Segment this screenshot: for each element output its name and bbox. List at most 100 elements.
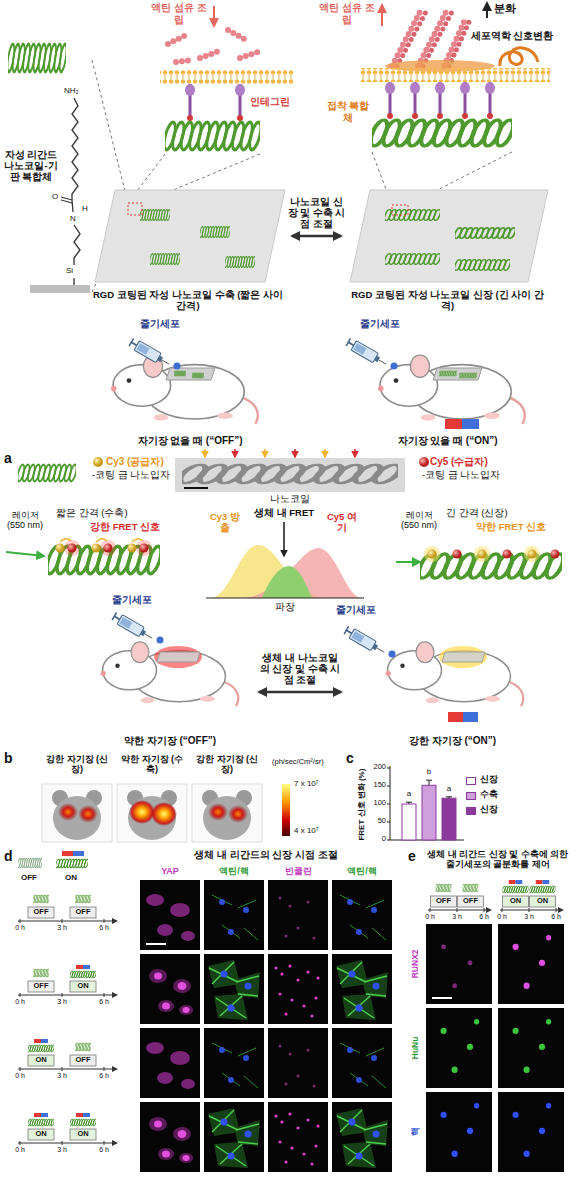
connector-label: 생체 내 나노코일의 신장 및 수축 시점 조절 <box>258 653 342 686</box>
significance-letter: b <box>422 767 436 776</box>
substrate-stretched <box>350 190 548 282</box>
timeline-icons <box>62 851 84 856</box>
integrin <box>487 113 493 119</box>
fret-spectrum <box>283 522 285 556</box>
ivis-images <box>208 803 228 821</box>
ivis-images <box>128 796 176 840</box>
ivis-images <box>42 784 112 842</box>
fret-coil-contracted <box>60 539 143 542</box>
integrin-label: 인테그린 <box>250 96 302 108</box>
differentiation-label: 분화 <box>494 2 534 15</box>
region-box: RGD 코팅된 자성 나노코일 수축 (짧은 사이 간격) <box>88 182 288 314</box>
integrin <box>185 84 245 121</box>
microscopy-tiles <box>332 880 392 950</box>
actin-label: 액틴 섬유 조립 <box>150 2 208 25</box>
spectrum-label: 생체 내 FRET <box>248 508 320 519</box>
laser-label: 레이저 (550 nm) <box>2 510 48 531</box>
cell-membrane-contracted <box>200 50 222 58</box>
time-label: 6 h <box>473 913 495 921</box>
bar-chart <box>406 780 452 804</box>
fret-coil-stretched <box>428 550 437 559</box>
state-label: OFF <box>14 873 44 882</box>
mouse-fret-right <box>448 712 478 722</box>
mouse-fret-left <box>101 611 239 706</box>
fret-particles <box>264 449 266 457</box>
ivis-images <box>129 800 155 824</box>
fret-particles <box>16 449 429 492</box>
substrate-contracted <box>149 253 181 265</box>
signal-label: 약한 FRET 신호 <box>476 522 566 533</box>
fret-coil-contracted <box>68 544 77 553</box>
mouse-top-left <box>128 337 172 369</box>
legend-label: 신장 <box>480 804 498 814</box>
microscopy-tiles <box>268 1028 328 1098</box>
region-caption: 약한 자기장 (“OFF”) <box>124 735 216 747</box>
timeline-icons <box>500 907 564 913</box>
fret-coil-contracted <box>100 540 116 556</box>
fret-spectrum <box>206 597 364 598</box>
timeline-icons <box>431 884 457 907</box>
unit-label: (ph/sec/Cm²/sr) <box>272 758 344 767</box>
state-label: OFF <box>457 897 485 905</box>
time-label: 0 h <box>9 924 31 932</box>
atom-label: NH₂ <box>64 86 88 95</box>
donor-label: Cy3 (공급자) <box>106 456 190 468</box>
fret-particles <box>175 458 405 492</box>
spacing-label: 짧은 간격 (수축) <box>56 508 140 519</box>
legend-swatch <box>466 807 476 815</box>
panel-title: 생체 내 리간드의 신장 시점 조절 <box>140 850 392 861</box>
nanocoil-substrate-chemistry <box>72 98 78 212</box>
integrin <box>385 82 495 119</box>
mouse-top-left <box>174 371 187 377</box>
substrate-contracted <box>95 190 285 282</box>
nanocoil-substrate-chemistry <box>74 225 80 265</box>
integrin <box>460 82 470 94</box>
microscopy-tiles <box>426 924 492 1004</box>
integrin <box>237 115 243 121</box>
integrin <box>410 82 420 94</box>
state-label: OFF <box>27 982 55 990</box>
integrin <box>385 82 395 94</box>
state-label: OFF <box>430 897 458 905</box>
fret-coil-stretched <box>478 550 487 559</box>
microscopy-tiles <box>140 1102 200 1172</box>
adhesion-label: 접착 복합체 <box>326 100 370 123</box>
channel-label: 빈쿨린 <box>268 866 328 876</box>
mouse-fret-left <box>111 611 155 643</box>
mouse-top-right <box>345 337 525 429</box>
significance-letter: a <box>442 784 456 793</box>
timeline-icons <box>70 895 96 918</box>
spectrum-label: Cy3 방출 <box>205 512 245 534</box>
cell-membrane-contracted <box>160 6 295 151</box>
panel-letter: e <box>408 848 422 864</box>
cell-membrane-stretched <box>397 10 427 66</box>
microscopy-tiles <box>332 954 392 1024</box>
spectrum-label: Cy5 여기 <box>322 512 362 534</box>
microscopy-tiles <box>204 1028 264 1098</box>
time-label: 0 h <box>9 1146 31 1154</box>
panel-letter: a <box>4 450 18 466</box>
state-label: ON <box>69 1130 97 1138</box>
timeline-icons <box>502 880 530 907</box>
bar-chart <box>387 768 390 840</box>
time-label: 6 h <box>93 998 115 1006</box>
mouse-fret-right <box>386 642 524 707</box>
fret-coil-stretched <box>528 550 537 559</box>
state-label: OFF <box>69 908 97 916</box>
cell-membrane-contracted <box>213 6 215 26</box>
time-label: 3 h <box>51 924 73 932</box>
time-label: 6 h <box>545 913 567 921</box>
mouse-top-left <box>111 337 258 424</box>
cell-label: 줄기세포 <box>112 594 164 606</box>
cell-membrane-stretched <box>367 118 516 147</box>
fret-particles <box>419 457 429 467</box>
fret-coil-stretched <box>453 550 462 559</box>
scale-label: 4 x 10⁷ <box>294 826 338 835</box>
channel-label: 핵 <box>411 1102 421 1162</box>
region-caption: RGD 코팅된 자성 나노코일 신장 (긴 사이 간격) <box>348 290 547 312</box>
channel-label: 액틴/핵 <box>204 866 264 876</box>
fret-particles <box>204 449 206 457</box>
